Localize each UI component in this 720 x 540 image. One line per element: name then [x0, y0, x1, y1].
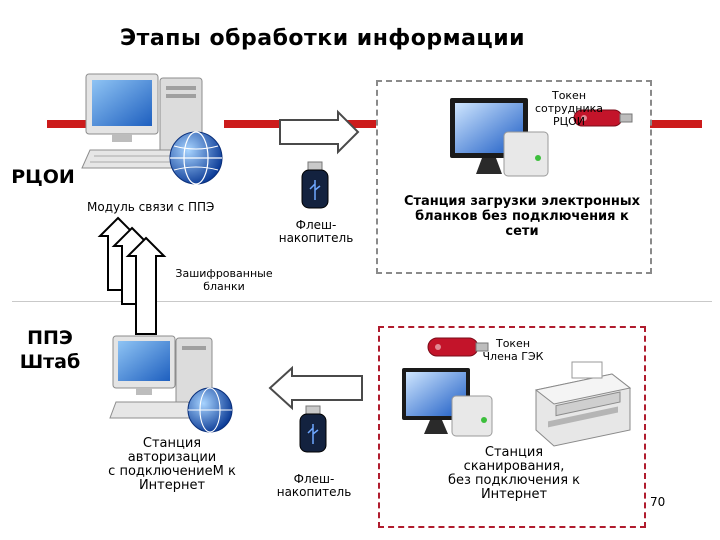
section-separator [12, 301, 712, 302]
computer-icon [81, 73, 223, 185]
computer-icon [109, 335, 233, 433]
arrow-up-icon [97, 216, 167, 335]
rcoi-computer [81, 72, 230, 188]
red-bar-right [650, 120, 702, 128]
usb-flash-icon [301, 161, 329, 209]
arrows-up-stack [97, 216, 182, 340]
usb-flash-icon [299, 405, 327, 453]
monitor-icon [402, 368, 493, 437]
usb-token-icon [573, 109, 633, 127]
arrow-from-scan [268, 365, 364, 411]
flash-bottom-label: Флеш- накопитель [276, 472, 352, 499]
flash-top-label: Флеш- накопитель [278, 218, 354, 245]
scanner-icon [534, 361, 632, 447]
flash-drive-bottom [298, 404, 328, 454]
scan-station-monitor [400, 366, 500, 446]
region-ppe-line1: ППЭ [27, 327, 73, 349]
red-bar-left [47, 120, 87, 128]
region-ppe-line2: Штаб [19, 351, 81, 373]
scanner [526, 360, 636, 450]
region-rcoi: РЦОИ [6, 165, 80, 189]
token-staff [570, 106, 636, 130]
token-gek [424, 334, 490, 360]
upload-station-frame [376, 80, 652, 274]
upload-station-monitor [446, 96, 556, 188]
globe-icon [187, 387, 233, 433]
auth-computer [109, 334, 238, 434]
encrypted-label: Зашифрованные бланки [175, 267, 273, 293]
arrow-right-icon [279, 109, 360, 155]
page-title: Этапы обработки информации [120, 26, 526, 51]
arrow-left-icon [268, 365, 363, 411]
region-ppe: ППЭ Штаб [10, 326, 90, 374]
token-staff-label: Токен сотрудника РЦОИ [534, 89, 603, 128]
scan-station-label: Станция сканирования, без подключения к … [447, 445, 581, 502]
arrow-to-upload [278, 109, 362, 155]
flash-drive-top [300, 160, 330, 210]
scan-station-frame [378, 326, 646, 528]
token-gek-label: Токен Члена ГЭК [482, 337, 544, 363]
upload-station-label: Станция загрузки электронных бланков без… [403, 194, 641, 239]
monitor-icon [450, 98, 549, 177]
comm-module-label: Модуль связи с ППЭ [87, 200, 215, 214]
usb-token-icon [427, 337, 489, 357]
page-number: 70 [650, 495, 666, 509]
globe-icon [169, 131, 223, 185]
auth-station-label: Станция авторизации с подключениеМ к Инт… [108, 436, 236, 493]
